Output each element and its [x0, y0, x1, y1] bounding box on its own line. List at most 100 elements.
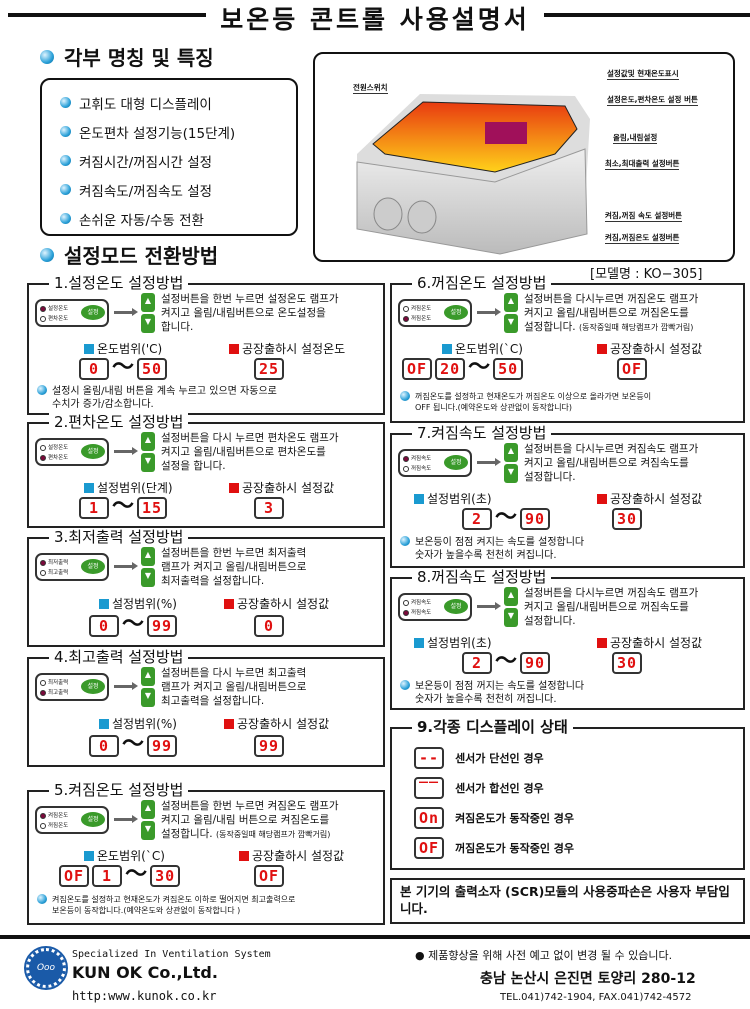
tilde-icon: ～ [122, 732, 145, 757]
set-button[interactable]: 설정 [444, 455, 468, 470]
segment-display: 25 [254, 358, 285, 380]
factory-label-text: 공장출하시 설정값 [610, 636, 703, 650]
description-text: 설정버튼을 한번 누르면 최저출력 램프가 켜지고 올림/내림버튼으로 최저출력… [161, 547, 307, 587]
description-text: 설정버튼을 다시누르면 꺼짐속도 램프가 켜지고 올림/내림버튼으로 꺼짐속도를… [524, 587, 699, 627]
range-label: 온도범위('C) [84, 340, 162, 357]
up-button[interactable]: ▲ [504, 293, 518, 312]
down-button[interactable]: ▼ [141, 453, 155, 472]
arrow-icon [114, 682, 138, 690]
up-button[interactable]: ▲ [504, 587, 518, 606]
factory-value: 0 [254, 615, 287, 637]
lamp-indicator: 꺼짐속도 [403, 464, 470, 474]
factory-label-text: 공장출하시 설정값 [610, 342, 703, 356]
lamp-indicator: 켜짐온도 [40, 811, 107, 821]
segment-display: 2 [462, 652, 492, 674]
lamp-label: 최고출력 [48, 570, 69, 576]
segment-display: OF [402, 358, 433, 380]
bullet-icon [400, 680, 410, 690]
range-label: 설정범위(초) [414, 490, 492, 507]
segment-display: OF [414, 837, 445, 859]
set-button[interactable]: 설정 [81, 812, 105, 827]
range-label: 온도범위(`C) [84, 847, 165, 864]
up-button[interactable]: ▲ [141, 800, 155, 819]
section-description: 설정버튼을 다시 누르면 최고출력 램프가 켜지고 올림/내림버튼으로 최고출력… [161, 666, 306, 708]
range-displays: 2～90 [462, 507, 553, 530]
section-note: 보온등이 점점 켜지는 속도를 설정합니다 숫자가 높을수록 천천히 켜집니다. [400, 536, 584, 562]
range-label-text: 설정범위(%) [112, 597, 177, 611]
segment-display: 90 [520, 652, 551, 674]
lamp-dot-icon [40, 812, 46, 819]
device-label: 올림,내림설정 [613, 132, 658, 144]
down-button[interactable]: ▼ [141, 821, 155, 840]
section-title: 5.켜짐온도 설정방법 [49, 781, 189, 799]
factory-label: 공장출하시 설정값 [224, 595, 329, 612]
factory-label-text: 공장출하시 설정값 [610, 492, 703, 506]
set-button[interactable]: 설정 [81, 305, 105, 320]
range-label: 설정범위(단계) [84, 479, 173, 496]
bullet-icon [400, 536, 410, 546]
square-marker-icon [597, 637, 607, 648]
title-bar: 보온등 콘트롤 사용설명서 [0, 0, 750, 34]
range-displays: 2～90 [462, 651, 553, 674]
up-button[interactable]: ▲ [504, 443, 518, 462]
contact: TEL.041)742-1904, FAX.041)742-4572 [500, 992, 692, 1003]
up-button[interactable]: ▲ [141, 547, 155, 566]
set-button[interactable]: 설정 [81, 444, 105, 459]
lamp-label: 켜짐속도 [411, 600, 432, 606]
lamp-label: 켜짐속도 [411, 456, 432, 462]
section-title: 9.각종 디스플레이 상태 [412, 718, 573, 736]
up-down-buttons: ▲▼ [141, 667, 155, 707]
down-button[interactable]: ▼ [141, 688, 155, 707]
bullet-icon [40, 247, 54, 262]
down-button[interactable]: ▼ [504, 608, 518, 627]
note-text: 설정시 올림/내림 버튼을 계속 누르고 있으면 자동으로 수치가 증가/감소합… [52, 386, 277, 410]
tilde-icon: ～ [112, 355, 135, 380]
section-title: 2.편차온도 설정방법 [49, 413, 189, 431]
up-button[interactable]: ▲ [141, 432, 155, 451]
lamp-label: 편차온도 [48, 316, 69, 322]
device-label: 켜짐,꺼짐 속도 설정버튼 [605, 210, 683, 222]
set-button[interactable]: 설정 [444, 305, 468, 320]
lamp-dot-icon [403, 315, 409, 322]
display-state-item: --센서가 단선인 경우 [414, 747, 544, 769]
range-displays: 0～50 [79, 355, 170, 380]
lamp-dot-icon [40, 444, 46, 451]
range-label: 온도범위(`C) [442, 340, 523, 357]
display-state-text: 켜짐온도가 동작중인 경우 [455, 812, 575, 825]
segment-display: 0 [254, 615, 284, 637]
bullet-icon [37, 385, 47, 395]
factory-label: 공장출하시 설정온도 [229, 340, 345, 357]
device-label: 설정온도,편차온도 설정 버튼 [607, 94, 698, 106]
down-button[interactable]: ▼ [504, 464, 518, 483]
factory-value: 99 [254, 735, 287, 757]
feature-item: 켜짐속도/꺼짐속도 설정 [60, 175, 296, 204]
set-button[interactable]: 설정 [444, 599, 468, 614]
feature-text: 고휘도 대형 디스플레이 [79, 96, 212, 113]
website-link[interactable]: http:www.kunok.co.kr [72, 989, 217, 1003]
up-button[interactable]: ▲ [141, 293, 155, 312]
lamp-indicator: 꺼짐속도 [403, 608, 470, 618]
down-button[interactable]: ▼ [504, 314, 518, 333]
set-button[interactable]: 설정 [81, 679, 105, 694]
segment-display: OF [59, 865, 90, 887]
bullet-icon [400, 391, 410, 401]
range-label-text: 온도범위(`C) [97, 849, 165, 863]
up-button[interactable]: ▲ [141, 667, 155, 686]
square-marker-icon [597, 343, 607, 354]
down-button[interactable]: ▼ [141, 314, 155, 333]
square-marker-icon [229, 343, 239, 354]
section-note: 꺼짐온도를 설정하고 현재온도가 꺼짐온도 이상으로 올라가면 보온등이 OFF… [400, 391, 651, 413]
lamp-dot-icon [40, 559, 46, 566]
factory-label: 공장출하시 설정값 [224, 715, 329, 732]
range-label-text: 온도범위(`C) [455, 342, 523, 356]
lamp-dot-icon [403, 599, 409, 606]
set-button[interactable]: 설정 [81, 559, 105, 574]
down-button[interactable]: ▼ [141, 568, 155, 587]
